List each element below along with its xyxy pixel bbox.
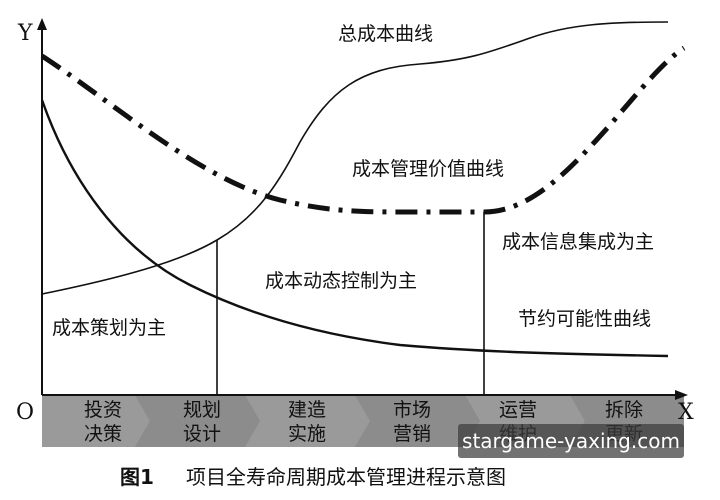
cost-mgmt-value-curve-label: 成本管理价值曲线	[352, 158, 504, 180]
region-dynamic-control-label: 成本动态控制为主	[265, 270, 417, 292]
watermark: stargame-yaxing.com	[458, 424, 684, 458]
phase-chevron-4	[355, 395, 480, 447]
phase-chevron-2	[135, 395, 260, 447]
phase-1-line1: 投资	[84, 399, 122, 421]
saving-possibility-curve	[40, 99, 669, 358]
phase-6-line1: 拆除	[605, 399, 643, 421]
watermark-box	[458, 424, 684, 458]
phase-4-line1: 市场	[393, 399, 431, 421]
phase-chevron-3	[245, 395, 370, 447]
phase-1-line2: 决策	[84, 423, 122, 445]
phase-2-line2: 设计	[183, 423, 221, 445]
region-info-integration-label: 成本信息集成为主	[502, 231, 654, 253]
figure-caption-number: 图1	[120, 465, 154, 489]
x-axis-arrow	[675, 390, 688, 400]
figure-caption-title: 项目全寿命周期成本管理进程示意图	[186, 465, 506, 489]
axes	[37, 18, 688, 400]
total-cost-curve	[41, 21, 669, 295]
phase-chevron-1	[42, 395, 150, 447]
y-axis-arrow	[37, 18, 47, 30]
x-axis-label: X	[678, 400, 694, 425]
watermark-text: stargame-yaxing.com	[462, 429, 680, 453]
phase-3-line2: 实施	[288, 423, 326, 445]
origin-label: O	[16, 400, 34, 425]
phase-3-line1: 建造	[288, 399, 326, 421]
total-cost-curve-label: 总成本曲线	[338, 23, 433, 45]
cost-management-value-curve	[40, 45, 686, 215]
y-axis-label: Y	[17, 21, 33, 46]
region-planning-label: 成本策划为主	[52, 317, 166, 339]
saving-possibility-curve-label: 节约可能性曲线	[518, 308, 651, 330]
phase-2-line1: 规划	[183, 399, 221, 421]
phase-4-line2: 营销	[393, 423, 431, 445]
phase-5-line1: 运营	[499, 399, 537, 421]
